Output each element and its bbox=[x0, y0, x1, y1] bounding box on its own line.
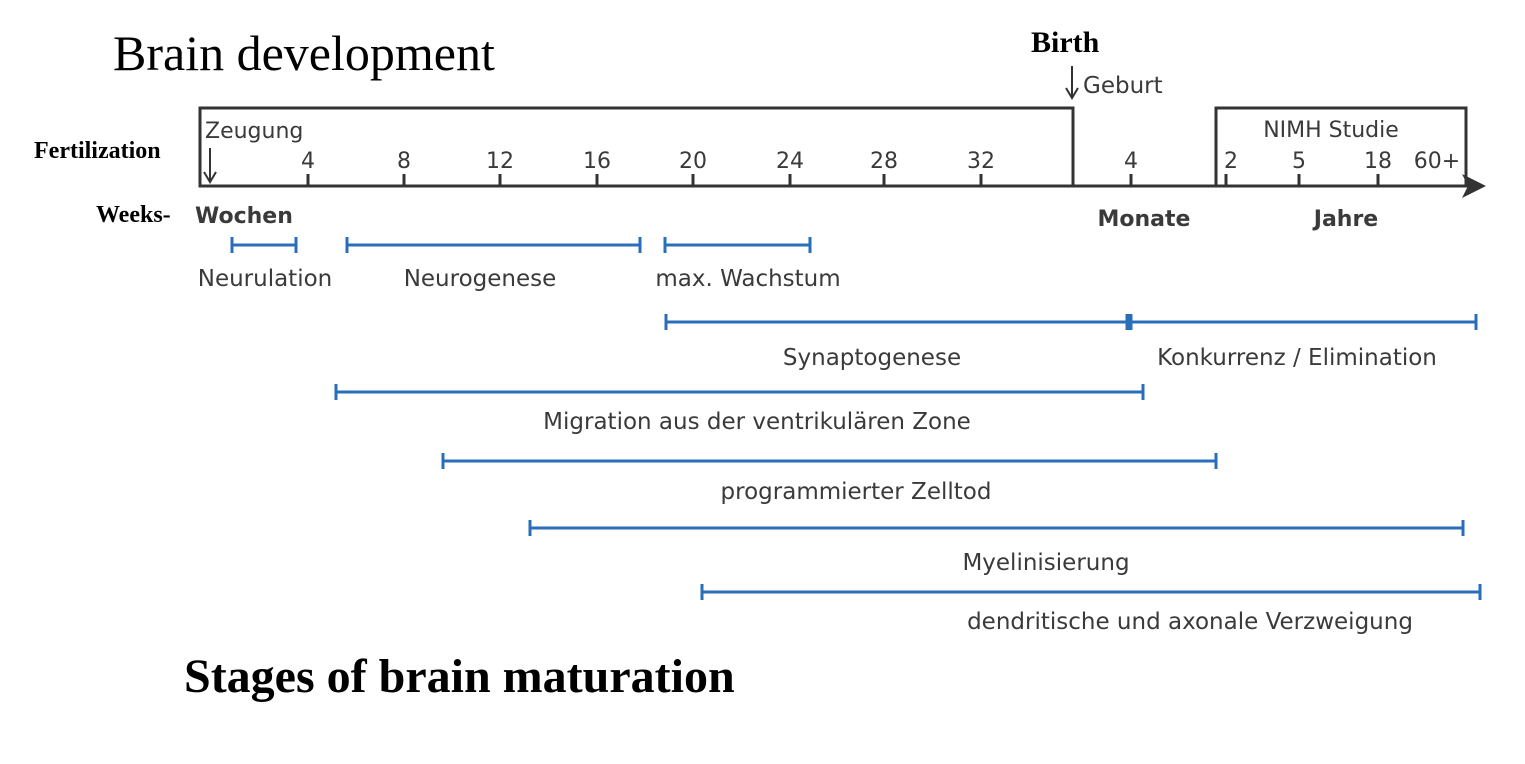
geburt-label: Geburt bbox=[1083, 73, 1163, 99]
stage-label: dendritische und axonale Verzweigung bbox=[967, 609, 1413, 635]
fertilization-label: Fertilization bbox=[34, 138, 161, 164]
stage-bar: Neurogenese bbox=[345, 237, 642, 292]
subtitle: Stages of brain maturation bbox=[184, 650, 735, 703]
stage-label: programmierter Zelltod bbox=[721, 479, 992, 505]
stage-bar: Neurulation bbox=[198, 237, 333, 292]
jahre-label: Jahre bbox=[1312, 207, 1378, 232]
tick-label: 12 bbox=[486, 149, 514, 174]
stage-bar: dendritische und axonale Verzweigung bbox=[700, 584, 1482, 635]
stage-bar: Migration aus der ventrikulären Zone bbox=[334, 384, 1145, 435]
birth-arrow-icon bbox=[1065, 66, 1079, 100]
weeks-label: Weeks- bbox=[96, 202, 171, 228]
tick-label: 4 bbox=[301, 149, 315, 174]
tick-label: 24 bbox=[776, 149, 804, 174]
wochen-label: Wochen bbox=[195, 204, 293, 229]
stage-label: Neurogenese bbox=[404, 266, 557, 292]
axis-arrow-icon bbox=[1462, 174, 1486, 198]
stage-bar: programmierter Zelltod bbox=[441, 453, 1218, 505]
stage-label: Myelinisierung bbox=[962, 550, 1129, 576]
stage-bar: Konkurrenz / Elimination bbox=[1125, 314, 1478, 371]
stage-label: Synaptogenese bbox=[783, 345, 961, 371]
tick-label: 8 bbox=[397, 149, 411, 174]
stage-bar: Myelinisierung bbox=[528, 520, 1465, 576]
birth-label: Birth bbox=[1031, 26, 1100, 59]
tick-label: 20 bbox=[679, 149, 707, 174]
stage-label: Migration aus der ventrikulären Zone bbox=[543, 409, 971, 435]
stage-label: max. Wachstum bbox=[655, 266, 840, 292]
tick-label: 60+ bbox=[1414, 149, 1460, 174]
tick-label: 28 bbox=[870, 149, 898, 174]
tick-label: 32 bbox=[967, 149, 995, 174]
stage-bar: max. Wachstum bbox=[655, 237, 841, 292]
tick-label: 2 bbox=[1224, 149, 1238, 174]
zeugung-label: Zeugung bbox=[205, 119, 303, 144]
timeline-axis: 4 8 12 16 20 24 28 32 4 2 5 18 60+ bbox=[198, 106, 1486, 198]
stage-label: Konkurrenz / Elimination bbox=[1157, 345, 1437, 371]
stage-label: Neurulation bbox=[198, 266, 333, 292]
prenatal-box bbox=[198, 106, 1075, 188]
fertilization-arrow-icon bbox=[203, 148, 217, 184]
title: Brain development bbox=[113, 25, 495, 81]
tick-label: 16 bbox=[583, 149, 611, 174]
tick-label: 4 bbox=[1124, 149, 1138, 174]
stage-bar: Synaptogenese bbox=[664, 314, 1130, 371]
tick-label: 5 bbox=[1292, 149, 1306, 174]
tick-label: 18 bbox=[1364, 149, 1392, 174]
monate-label: Monate bbox=[1098, 207, 1191, 232]
nimh-label: NIMH Studie bbox=[1263, 118, 1399, 143]
